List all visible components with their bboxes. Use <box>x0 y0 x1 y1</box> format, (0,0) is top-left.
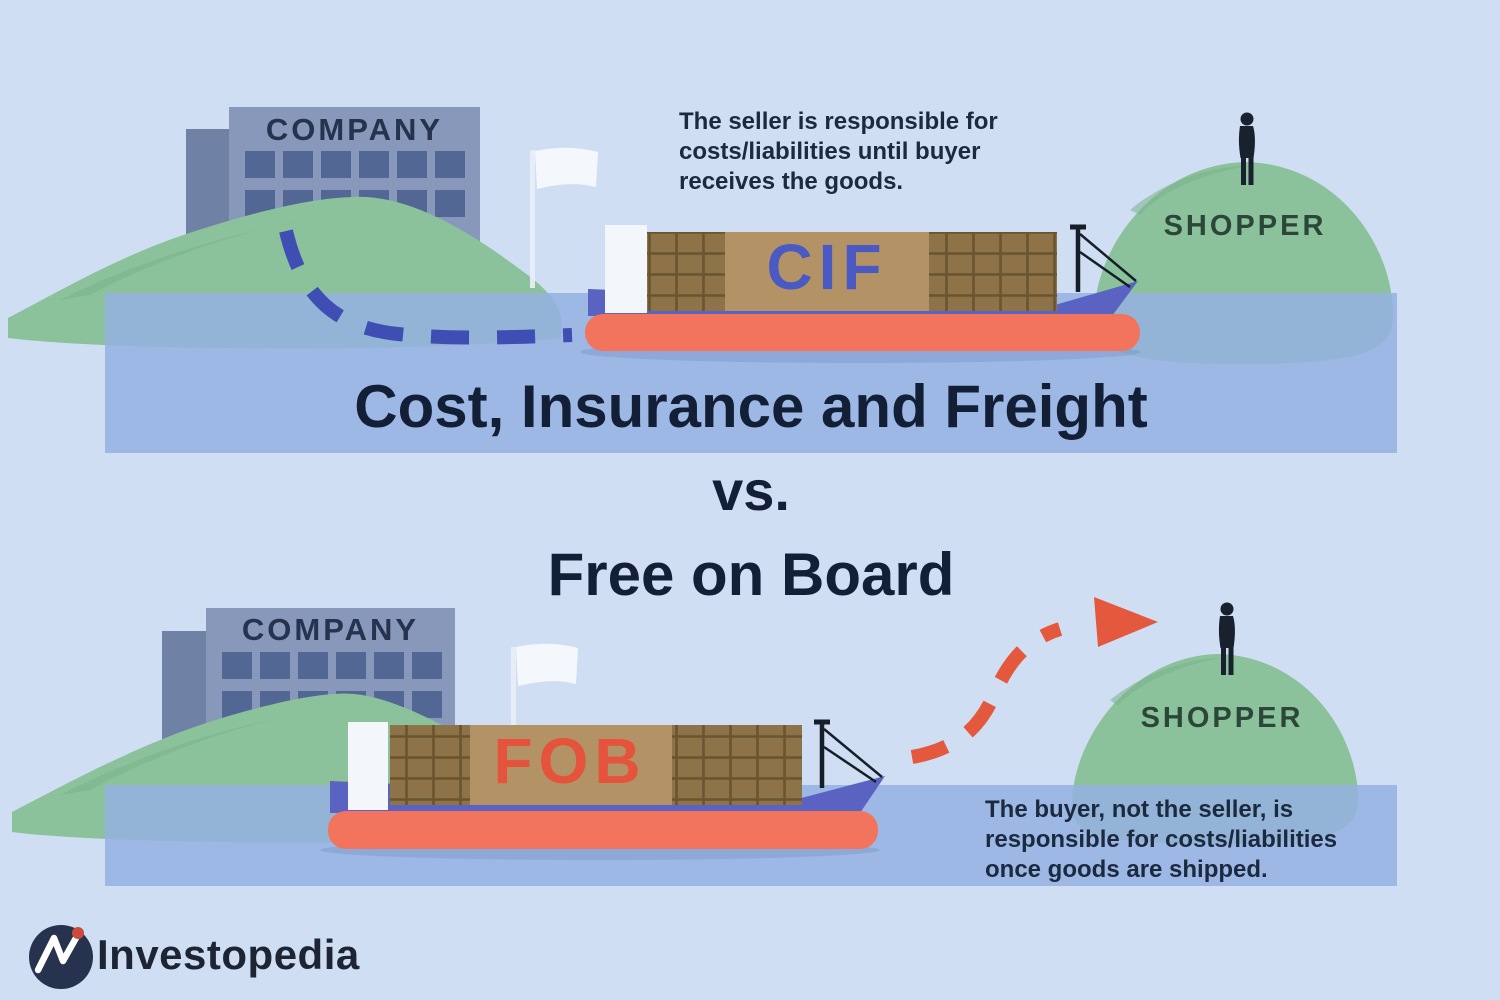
fob-note-line-3: once goods are shipped. <box>985 855 1268 883</box>
brand-wordmark: Investopedia <box>97 931 360 978</box>
shopper-label-top: SHOPPER <box>1163 210 1327 242</box>
title-cif: Cost, Insurance and Freight <box>354 373 1148 440</box>
cif-note: The seller is responsible for costs/liab… <box>679 107 998 196</box>
cif-route-dashed-line <box>279 229 573 345</box>
investopedia-logo-icon <box>29 925 93 989</box>
cif-note-line-3: receives the goods. <box>679 167 904 195</box>
cif-note-line-1: The seller is responsible for <box>679 108 998 135</box>
flag-bottom <box>511 643 578 727</box>
cif-ship-label: CIF <box>766 231 888 303</box>
cif-note-line-2: costs/liabilities until buyer <box>679 137 981 165</box>
fob-route-dashed-arrow <box>910 597 1158 764</box>
title-fob: Free on Board <box>547 541 955 608</box>
cargo-ship-top <box>585 224 1140 351</box>
shopper-person-bottom <box>1218 602 1235 675</box>
ship-superstructure-top <box>605 225 647 313</box>
fob-note: The buyer, not the seller, is responsibl… <box>985 795 1337 884</box>
shopper-label-bottom: SHOPPER <box>1140 702 1304 734</box>
title-vs: vs. <box>712 459 790 522</box>
fob-note-line-1: The buyer, not the seller, is <box>985 796 1294 823</box>
container-top <box>647 232 1057 311</box>
shopper-person-top <box>1238 112 1255 185</box>
flag-top <box>530 147 598 288</box>
fob-ship-label: FOB <box>493 725 647 797</box>
ship-mast-top <box>1070 224 1137 292</box>
company-label-bottom: COMPANY <box>241 612 420 647</box>
container-bottom <box>390 725 802 805</box>
cargo-ship-bottom <box>328 719 885 849</box>
arrow-head <box>1094 597 1158 647</box>
ship-superstructure-bottom <box>348 722 388 810</box>
company-label-top: COMPANY <box>265 112 444 147</box>
ship-mast-bottom <box>814 719 883 788</box>
fob-note-line-2: responsible for costs/liabilities <box>985 825 1338 853</box>
